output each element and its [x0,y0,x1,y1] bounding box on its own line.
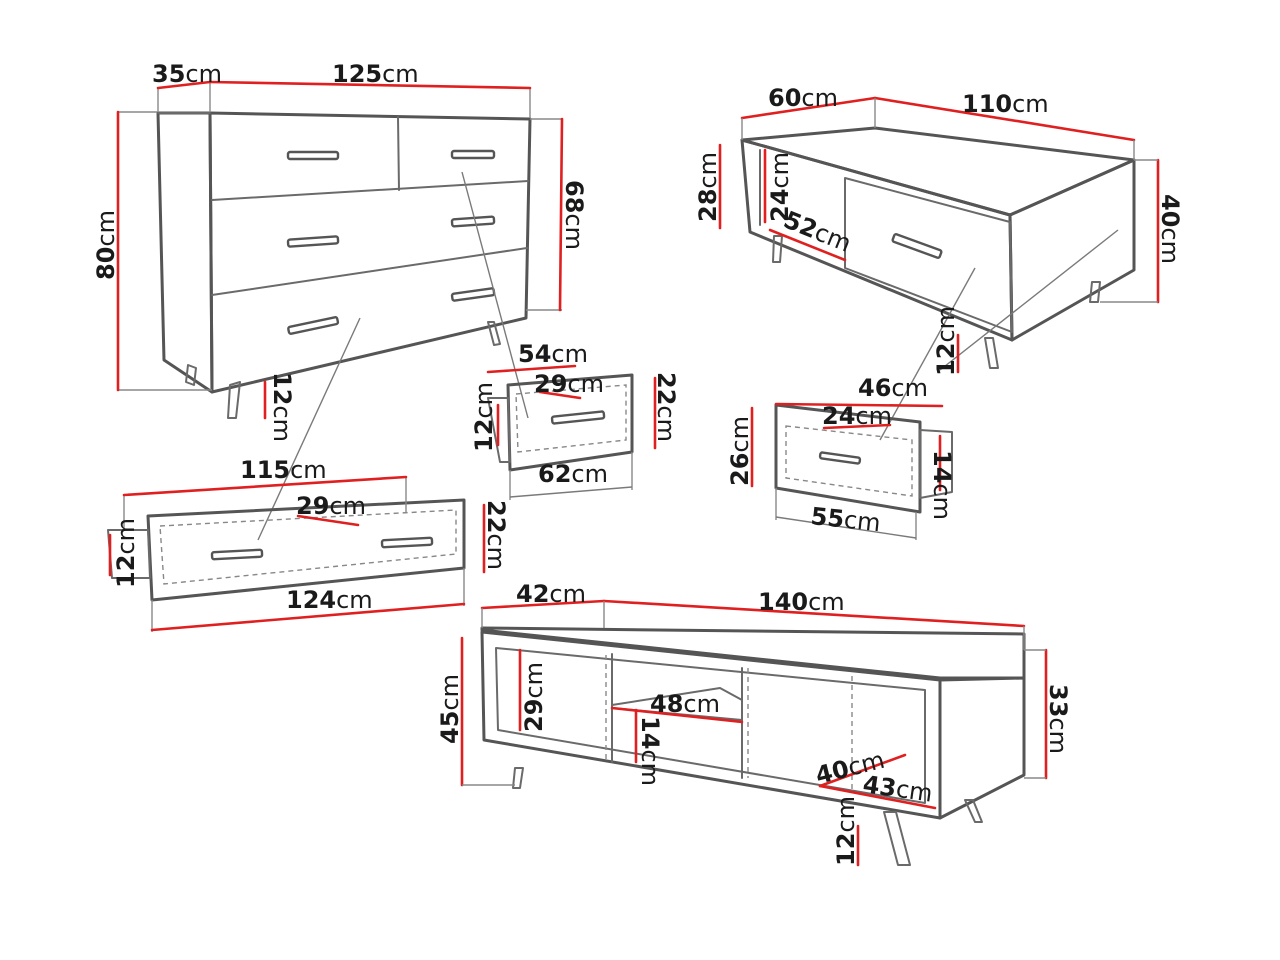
table-drawer [750,402,953,540]
dresser-body-height-line [558,117,564,312]
coffee-table [718,96,1160,441]
tv-compartment-depth-line [818,784,937,810]
dresser-body-height-label: 68cm [560,180,588,250]
table-width-label: 110cm [962,90,1049,118]
tv-depth-line [480,599,606,610]
table-niche-height-label: 24cm [766,152,794,222]
dresser [116,80,564,541]
table-drawer-height-label: 26cm [726,416,754,486]
small-drawer [486,364,657,500]
tv-stand [460,599,1048,867]
small-drawer-depth-label: 62cm [538,460,608,488]
table-drawer-width-line [774,402,944,408]
large-drawer-side-label: 12cm [112,518,140,588]
table-leg-height-label: 12cm [932,306,960,376]
large-drawer-depth-label: 124cm [286,586,373,614]
tv-leg-height-label: 12cm [832,796,860,866]
small-drawer-depth-line [509,486,633,498]
dresser-width-line [208,80,532,90]
table-leg-2 [984,337,999,369]
dresser-front [208,111,532,394]
large-drawer-height-label: 22cm [482,500,510,570]
tv-shelf-width-label: 48cm [650,690,720,718]
dresser-width-label: 125cm [332,60,419,88]
dresser-depth-line [156,80,212,90]
small-drawer-inner-line [538,390,582,400]
table-drawer-handle [818,451,862,465]
dresser-leg-3 [487,321,501,346]
large-drawer-width-label: 115cm [240,456,327,484]
table-drawer-inner-line [822,423,892,430]
small-drawer-width-line [486,364,577,374]
table-body-height-label: 28cm [694,152,722,222]
dresser-height-label: 80cm [92,210,120,280]
small-drawer-side-label: 12cm [470,382,498,452]
table-depth-line [740,96,877,120]
table-leg-1 [772,235,783,263]
tv-shelf-gap-label: 14cm [636,716,664,786]
tv-stand-top [480,626,1026,680]
tv-compartment-width-line [818,753,907,788]
large-drawer-width-line [122,475,408,497]
table-width-line [873,96,1136,142]
large-drawer-inner-line [296,514,360,527]
tv-leg-1 [512,767,524,789]
tv-depth-label: 42cm [516,580,586,608]
large-drawer-depth-line [150,602,466,632]
small-drawer-handle [550,410,606,425]
tv-stand-side [938,676,1026,820]
dresser-handle-4 [450,215,496,228]
dresser-depth-label: 35cm [152,60,222,88]
large-drawer [107,475,486,632]
tv-body-height-label: 33cm [1044,684,1072,754]
table-leg-3 [1089,281,1101,303]
table-drawer-side [919,429,953,499]
tv-shelf-width-line [610,706,744,724]
table-depth-label: 60cm [768,84,838,112]
dresser-handle-5 [287,316,340,335]
dresser-leg-1 [227,381,241,419]
small-drawer-height-label: 22cm [652,372,680,442]
table-handle [891,233,943,259]
tv-compartment-depth-label: 43cm [861,770,934,807]
table-drawer-width-label: 46cm [858,374,928,402]
table-drawer-depth-line [775,516,917,539]
dresser-handle-1 [286,150,340,161]
dimension-labels: 35cm 125cm 80cm 68cm 12cm 54cm 29cm 22cm… [92,60,1184,866]
small-drawer-inner-label: 29cm [534,370,604,398]
tv-niche-height-label: 29cm [520,662,548,732]
table-drawer-depth-label: 55cm [809,502,882,537]
dresser-leg-height-label: 12cm [268,372,296,442]
small-drawer-side [487,397,511,463]
tv-height-label: 45cm [436,674,464,744]
large-drawer-handle-1 [210,548,264,561]
large-drawer-handle-2 [380,536,434,549]
dresser-handle-3 [286,235,340,248]
table-side [1008,158,1136,342]
small-drawer-width-label: 54cm [518,340,588,368]
dresser-handle-6 [450,287,496,302]
table-niche-width-line [768,228,847,262]
table-drawer-box [774,403,922,514]
table-drawer-inner-label: 24cm [822,402,892,430]
dresser-drawer-divider-2 [211,247,528,296]
table-height-label: 40cm [1156,194,1184,264]
large-drawer-inner-label: 29cm [296,492,366,520]
dresser-side-panel [156,111,214,394]
table-drawer-front [844,177,1013,333]
table-drawer-side-label: 14cm [928,450,956,520]
tv-width-line [602,599,1026,628]
dresser-drawer-divider-1 [211,180,529,201]
tv-leg-2 [883,811,911,866]
tv-stand-opening [495,647,926,804]
dresser-handle-2 [450,149,496,160]
dresser-leg-2 [185,364,197,386]
tv-leg-3 [964,799,983,823]
tv-width-label: 140cm [758,588,845,616]
dresser-top-divider [397,116,400,191]
